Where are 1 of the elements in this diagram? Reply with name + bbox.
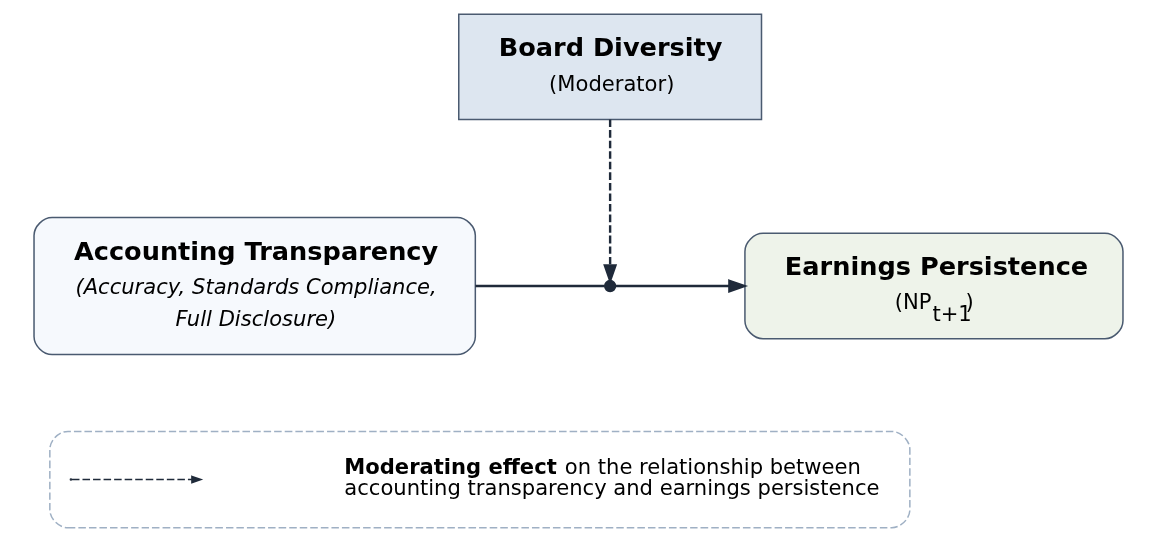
legend-label: Moderating effect on the relationship between accounting transparency and earnings persistence [344,453,880,500]
